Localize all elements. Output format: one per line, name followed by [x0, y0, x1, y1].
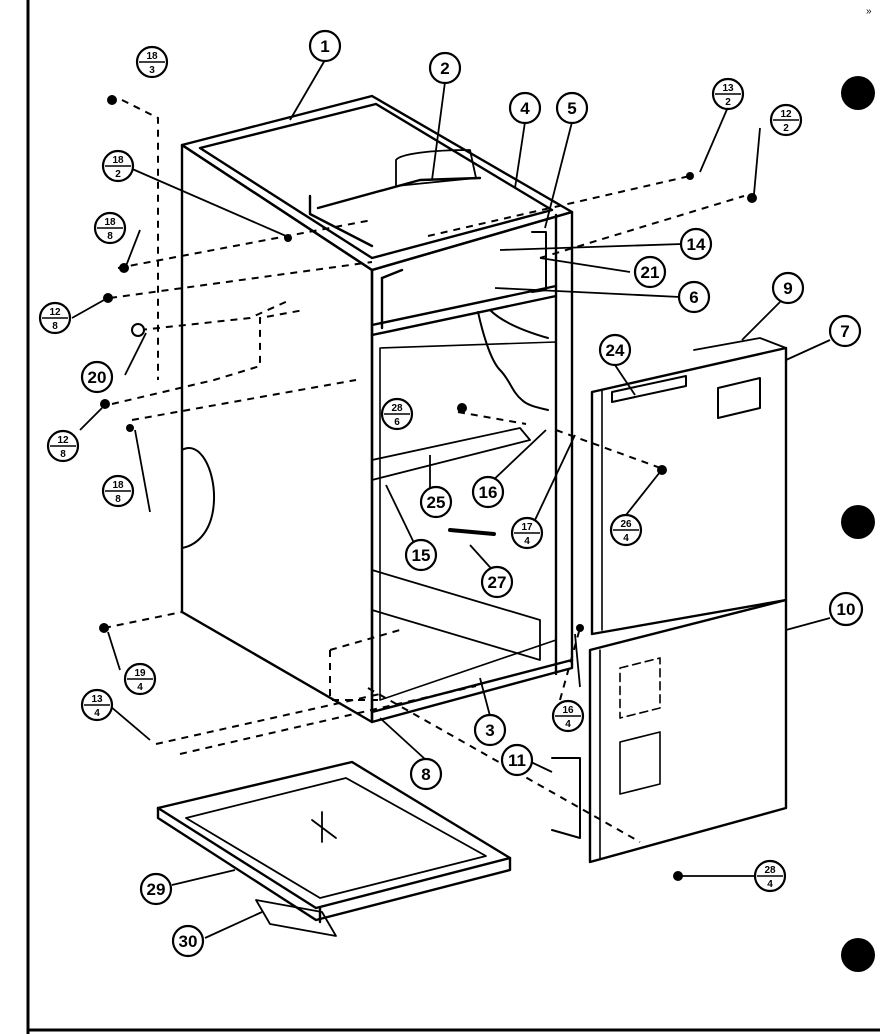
callout-4: 4 — [508, 91, 542, 125]
fraction-callout: 174 — [510, 516, 544, 550]
fraction-callout: 128 — [46, 429, 80, 463]
svg-text:20: 20 — [88, 368, 107, 387]
callout-16: 16 — [471, 475, 505, 509]
binder-hole-top — [841, 76, 875, 110]
svg-text:13: 13 — [722, 83, 734, 94]
svg-text:4: 4 — [520, 99, 530, 118]
svg-text:16: 16 — [562, 705, 574, 716]
fastener-callouts: 183 182 188 128 128 188 194 134 132 122 … — [38, 45, 803, 893]
binder-hole-middle — [841, 505, 875, 539]
callout-30: 30 — [171, 924, 205, 958]
svg-text:21: 21 — [641, 263, 660, 282]
fraction-callout: 132 — [711, 77, 745, 111]
svg-text:12: 12 — [57, 435, 69, 446]
svg-text:25: 25 — [427, 493, 446, 512]
callout-11: 11 — [500, 743, 534, 777]
svg-text:24: 24 — [606, 341, 625, 360]
svg-text:4: 4 — [524, 536, 530, 547]
svg-text:16: 16 — [479, 483, 498, 502]
callout-7: 7 — [828, 314, 862, 348]
fraction-callout: 188 — [101, 474, 135, 508]
svg-text:2: 2 — [440, 59, 449, 78]
svg-text:2: 2 — [725, 97, 731, 108]
svg-text:11: 11 — [508, 751, 526, 770]
svg-text:28: 28 — [391, 403, 403, 414]
fraction-callout: 188 — [93, 211, 127, 245]
svg-text:4: 4 — [137, 682, 143, 693]
svg-text:26: 26 — [620, 519, 632, 530]
callout-1: 1 — [308, 29, 342, 63]
svg-text:28: 28 — [764, 865, 776, 876]
svg-text:4: 4 — [767, 879, 773, 890]
fraction-callout: 134 — [80, 688, 114, 722]
svg-text:12: 12 — [780, 109, 792, 120]
fraction-callout: 264 — [609, 513, 643, 547]
part-number-callouts: 1 2 3 4 5 6 7 8 9 10 11 14 15 16 20 21 2… — [80, 29, 864, 958]
callout-2: 2 — [428, 51, 462, 85]
svg-text:19: 19 — [134, 668, 146, 679]
svg-text:1: 1 — [320, 37, 329, 56]
binder-hole-bottom — [841, 938, 875, 972]
svg-text:8: 8 — [60, 449, 66, 460]
svg-text:7: 7 — [840, 322, 849, 341]
cabinet — [180, 94, 574, 724]
callout-15: 15 — [404, 538, 438, 572]
fraction-callout: 128 — [38, 301, 72, 335]
callout-9: 9 — [771, 271, 805, 305]
callout-8: 8 — [409, 757, 443, 791]
corner-mark: » — [866, 6, 872, 17]
svg-text:3: 3 — [149, 65, 155, 76]
fraction-callout: 286 — [380, 397, 414, 431]
svg-text:6: 6 — [689, 288, 698, 307]
svg-text:8: 8 — [115, 494, 121, 505]
fraction-callout: 182 — [101, 149, 135, 183]
callout-24: 24 — [598, 333, 632, 367]
svg-text:4: 4 — [623, 533, 629, 544]
callout-20: 20 — [80, 360, 114, 394]
upper-door-panel — [590, 337, 788, 636]
svg-text:18: 18 — [112, 480, 124, 491]
callout-29: 29 — [139, 872, 173, 906]
svg-text:12: 12 — [49, 307, 61, 318]
svg-text:6: 6 — [394, 417, 400, 428]
svg-text:27: 27 — [488, 573, 507, 592]
svg-text:29: 29 — [147, 880, 166, 899]
lower-door-panel — [551, 598, 788, 864]
callout-6: 6 — [677, 280, 711, 314]
svg-text:18: 18 — [146, 51, 158, 62]
svg-text:18: 18 — [112, 155, 124, 166]
svg-text:14: 14 — [687, 235, 706, 254]
callout-27: 27 — [480, 565, 514, 599]
svg-text:4: 4 — [94, 708, 100, 719]
fraction-callout: 183 — [135, 45, 169, 79]
callout-14: 14 — [679, 227, 713, 261]
callout-5: 5 — [555, 91, 589, 125]
callout-25: 25 — [419, 485, 453, 519]
svg-text:9: 9 — [783, 279, 792, 298]
svg-text:2: 2 — [115, 169, 121, 180]
svg-text:4: 4 — [565, 719, 571, 730]
svg-text:10: 10 — [837, 600, 856, 619]
fraction-callout: 194 — [123, 662, 157, 696]
fraction-callout: 122 — [769, 103, 803, 137]
svg-text:30: 30 — [179, 932, 198, 951]
svg-text:17: 17 — [521, 522, 533, 533]
filter-frame — [156, 760, 512, 937]
svg-text:15: 15 — [412, 546, 431, 565]
svg-text:5: 5 — [567, 99, 576, 118]
fraction-callout: 164 — [551, 699, 585, 733]
svg-text:2: 2 — [783, 123, 789, 134]
svg-text:8: 8 — [52, 321, 58, 332]
callout-21: 21 — [633, 255, 667, 289]
fraction-callout: 284 — [753, 859, 787, 893]
svg-text:8: 8 — [421, 765, 430, 784]
svg-text:3: 3 — [485, 721, 494, 740]
svg-text:8: 8 — [107, 231, 113, 242]
svg-text:13: 13 — [91, 694, 103, 705]
callout-10: 10 — [828, 591, 864, 627]
callout-3: 3 — [473, 713, 507, 747]
svg-text:18: 18 — [104, 217, 116, 228]
